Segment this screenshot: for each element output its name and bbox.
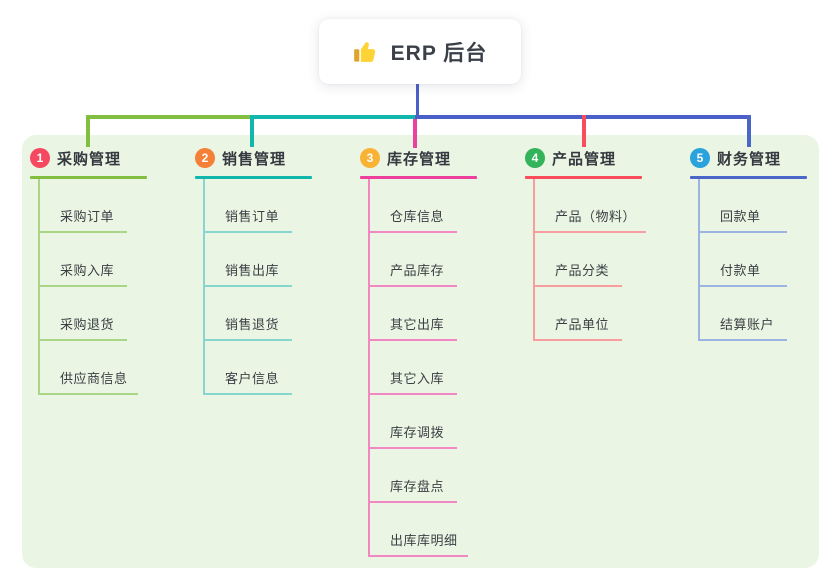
branch-number-badge: 5 — [690, 148, 710, 168]
node-item[interactable]: 产品（物料） — [535, 179, 647, 233]
branch-underline — [525, 176, 642, 179]
connector-root-vertical — [416, 84, 419, 117]
branch-number-badge: 4 — [525, 148, 545, 168]
node-label: 产品（物料） — [555, 209, 637, 224]
thumbs-up-icon — [353, 38, 380, 65]
root-node[interactable]: ERP 后台 — [319, 19, 521, 84]
node-item[interactable]: 销售出库 — [205, 233, 292, 287]
node-item[interactable]: 库存盘点 — [370, 449, 457, 503]
branch-underline — [30, 176, 147, 179]
connector-drop-sales — [250, 115, 254, 147]
node-label: 库存调拨 — [390, 425, 445, 440]
node-item[interactable]: 出库库明细 — [370, 503, 468, 557]
node-label: 结算账户 — [720, 317, 775, 332]
branch-children: 采购订单 采购入库 采购退货 供应商信息 — [38, 179, 147, 395]
node-item[interactable]: 产品分类 — [535, 233, 622, 287]
node-item[interactable]: 采购订单 — [40, 179, 127, 233]
node-item[interactable]: 回款单 — [700, 179, 787, 233]
node-label: 其它入库 — [390, 371, 445, 386]
branch-number-badge: 1 — [30, 148, 50, 168]
node-label: 产品库存 — [390, 263, 445, 278]
branch-children: 销售订单 销售出库 销售退货 客户信息 — [203, 179, 312, 395]
branch-label: 财务管理 — [717, 150, 782, 168]
node-label: 产品分类 — [555, 263, 610, 278]
node-label: 其它出库 — [390, 317, 445, 332]
node-item[interactable]: 结算账户 — [700, 287, 787, 341]
node-label: 销售订单 — [225, 209, 280, 224]
node-label: 采购退货 — [60, 317, 115, 332]
branch-heading-inventory[interactable]: 3 库存管理 — [360, 146, 477, 170]
branch-heading-sales[interactable]: 2 销售管理 — [195, 146, 312, 170]
branches-panel — [22, 135, 819, 568]
branch-inventory: 3 库存管理 仓库信息 产品库存 其它出库 其它入库 库存调拨 库存盘点 出库库… — [360, 146, 477, 557]
branch-underline — [690, 176, 807, 179]
branch-heading-purchase[interactable]: 1 采购管理 — [30, 146, 147, 170]
node-item[interactable]: 产品单位 — [535, 287, 622, 341]
connector-horizontal-sales — [250, 115, 418, 119]
node-item[interactable]: 库存调拨 — [370, 395, 457, 449]
branch-heading-finance[interactable]: 5 财务管理 — [690, 146, 807, 170]
node-label: 客户信息 — [225, 371, 280, 386]
branch-finance: 5 财务管理 回款单 付款单 结算账户 — [690, 146, 807, 341]
node-label: 销售出库 — [225, 263, 280, 278]
branch-heading-product[interactable]: 4 产品管理 — [525, 146, 646, 170]
branch-number-badge: 2 — [195, 148, 215, 168]
branch-label: 库存管理 — [387, 150, 452, 168]
node-item[interactable]: 仓库信息 — [370, 179, 457, 233]
node-item[interactable]: 其它入库 — [370, 341, 457, 395]
branch-purchase: 1 采购管理 采购订单 采购入库 采购退货 供应商信息 — [30, 146, 147, 395]
branch-children: 回款单 付款单 结算账户 — [698, 179, 807, 341]
node-item[interactable]: 客户信息 — [205, 341, 292, 395]
connector-drop-finance — [747, 115, 751, 147]
node-label: 出库库明细 — [390, 533, 458, 548]
branch-label: 销售管理 — [222, 150, 287, 168]
node-item[interactable]: 采购退货 — [40, 287, 127, 341]
node-item[interactable]: 销售订单 — [205, 179, 292, 233]
node-label: 采购入库 — [60, 263, 115, 278]
connector-drop-purchase — [86, 115, 90, 147]
branch-label: 产品管理 — [552, 150, 617, 168]
node-label: 供应商信息 — [60, 371, 128, 386]
node-item[interactable]: 销售退货 — [205, 287, 292, 341]
node-item[interactable]: 其它出库 — [370, 287, 457, 341]
node-item[interactable]: 供应商信息 — [40, 341, 138, 395]
node-item[interactable]: 采购入库 — [40, 233, 127, 287]
node-label: 库存盘点 — [390, 479, 445, 494]
root-label: ERP 后台 — [390, 41, 488, 65]
branch-underline — [195, 176, 312, 179]
node-label: 回款单 — [720, 209, 761, 224]
branch-children: 产品（物料） 产品分类 产品单位 — [533, 179, 647, 341]
branch-label: 采购管理 — [57, 150, 122, 168]
node-label: 销售退货 — [225, 317, 280, 332]
branch-number-badge: 3 — [360, 148, 380, 168]
branch-children: 仓库信息 产品库存 其它出库 其它入库 库存调拨 库存盘点 出库库明细 — [368, 179, 477, 557]
branch-underline — [360, 176, 477, 179]
node-label: 仓库信息 — [390, 209, 445, 224]
node-label: 采购订单 — [60, 209, 115, 224]
node-item[interactable]: 产品库存 — [370, 233, 457, 287]
connector-drop-inventory — [413, 119, 417, 148]
connector-drop-product — [582, 115, 586, 147]
node-label: 产品单位 — [555, 317, 610, 332]
node-label: 付款单 — [720, 263, 761, 278]
branch-product: 4 产品管理 产品（物料） 产品分类 产品单位 — [525, 146, 647, 341]
node-item[interactable]: 付款单 — [700, 233, 787, 287]
connector-horizontal-purchase — [86, 115, 254, 119]
branch-sales: 2 销售管理 销售订单 销售出库 销售退货 客户信息 — [195, 146, 312, 395]
